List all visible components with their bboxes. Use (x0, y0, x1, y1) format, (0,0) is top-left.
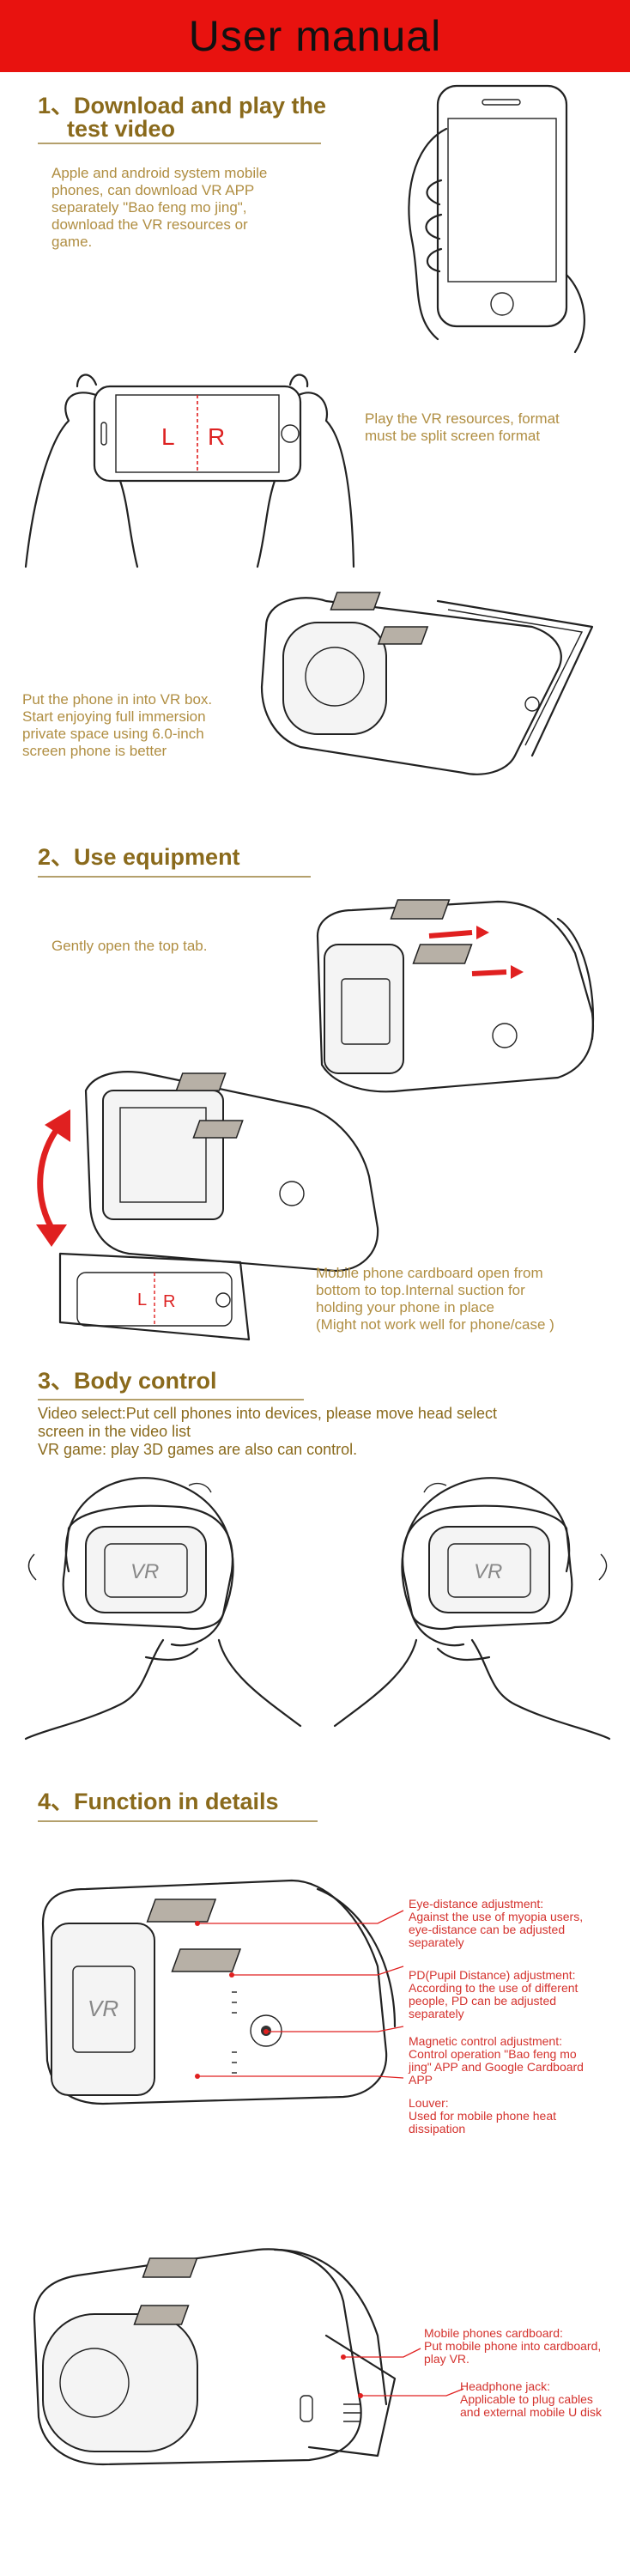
text-line: Against the use of myopia users, (409, 1910, 584, 1923)
text-line: Eye-distance adjustment: (409, 1897, 544, 1911)
text-line: play VR. (424, 2352, 469, 2366)
open-tab-text: Gently open the top tab. (51, 938, 208, 954)
text-line: screen in the video list (38, 1423, 191, 1440)
cardboard-text: Mobile phone cardboard open from bottom … (316, 1265, 554, 1334)
text-line: and external mobile U disk (460, 2405, 602, 2419)
section-3-text: Video select:Put cell phones into device… (38, 1405, 497, 1459)
tray-right-letter: R (163, 1292, 175, 1311)
text-line: phones, can download VR APP (51, 182, 255, 198)
text-line: Put mobile phone into cardboard, (424, 2339, 602, 2353)
text-line: Mobile phones cardboard: (424, 2326, 563, 2340)
split-screen-text: Play the VR resources, format must be sp… (365, 410, 560, 445)
section-1-rule (38, 143, 321, 144)
vr-logo-front: VR (88, 1996, 118, 2021)
text-line: APP (409, 2073, 433, 2087)
section-3-title: 3、Body control (38, 1368, 217, 1394)
text-line: Apple and android system mobile (51, 165, 268, 181)
text-line: PD(Pupil Distance) adjustment: (409, 1968, 576, 1982)
text-line: eye-distance can be adjusted (409, 1923, 566, 1936)
text-line: Video select:Put cell phones into device… (38, 1405, 497, 1422)
left-screen-letter: L (161, 423, 175, 450)
callout-mobile-cardboard: Mobile phones cardboard: Put mobile phon… (424, 2327, 601, 2366)
text-line: Start enjoying full immersion (22, 708, 206, 725)
text-line: Put the phone in into VR box. (22, 691, 213, 708)
text-line: Play the VR resources, format (365, 410, 560, 427)
section-3-rule (38, 1399, 304, 1400)
page-title: User manual (188, 12, 442, 60)
text-line: download the VR resources or (51, 216, 248, 233)
callout-louver: Louver: Used for mobile phone heat dissi… (409, 2097, 556, 2136)
text-line: Control operation "Bao feng mo (409, 2047, 577, 2061)
text-line: Louver: (409, 2096, 449, 2110)
right-screen-letter: R (208, 423, 225, 450)
vr-box-closed-illustration (316, 899, 595, 1093)
vr-logo-right: VR (474, 1560, 502, 1583)
text-line: holding your phone in place (316, 1299, 494, 1315)
vr-box-side-illustration (33, 2248, 397, 2466)
text-line: Used for mobile phone heat (409, 2109, 556, 2123)
split-screen-illustration: L R (24, 374, 355, 568)
text-line: separately "Bao feng mo jing", (51, 199, 247, 216)
section-2-rule (38, 876, 311, 878)
text-line: jing" APP and Google Cardboard (409, 2060, 584, 2074)
section-1-title-line2: test video (67, 116, 176, 142)
text-line: According to the use of different (409, 1981, 579, 1995)
tray-left-letter: L (137, 1291, 147, 1309)
text-line: Headphone jack: (460, 2379, 551, 2393)
head-right-illustration: VR (333, 1477, 611, 1741)
text-line: private space using 6.0-inch (22, 726, 204, 742)
hand-phone-illustration (408, 84, 585, 354)
section-4-rule (38, 1820, 318, 1822)
vr-box-front-illustration: VR (41, 1879, 397, 2105)
vr-logo-left: VR (130, 1560, 159, 1583)
text-line: (Might not work well for phone/case ) (316, 1316, 554, 1333)
text-line: Mobile phone cardboard open from (316, 1265, 543, 1281)
section-1-text: Apple and android system mobile phones, … (51, 165, 267, 251)
text-line: bottom to top.Internal suction for (316, 1282, 525, 1298)
callout-pupil-distance: PD(Pupil Distance) adjustment: According… (409, 1969, 578, 2020)
head-left-illustration: VR (24, 1477, 302, 1741)
text-line: people, PD can be adjusted (409, 1994, 557, 2008)
text-line: game. (51, 234, 93, 250)
cardboard-open-illustration: L R (36, 1071, 379, 1341)
text-line: VR game: play 3D games are also can cont… (38, 1441, 358, 1458)
section-2-title: 2、Use equipment (38, 844, 240, 870)
text-line: separately (409, 1935, 464, 1949)
text-line: Magnetic control adjustment: (409, 2034, 562, 2048)
callout-eye-distance: Eye-distance adjustment: Against the use… (409, 1898, 583, 1949)
callout-headphone-jack: Headphone jack: Applicable to plug cable… (460, 2380, 602, 2419)
header-banner: User manual (0, 0, 630, 72)
vr-box-open-illustration (260, 592, 594, 775)
callout-magnetic-control: Magnetic control adjustment: Control ope… (409, 2035, 584, 2087)
text-line: Applicable to plug cables (460, 2392, 593, 2406)
text-line: dissipation (409, 2122, 466, 2136)
text-line: must be split screen format (365, 428, 541, 444)
section-4-title: 4、Function in details (38, 1789, 279, 1814)
section-1-title-line1: 1、Download and play the (38, 93, 327, 118)
section-1-title: 1、Download and play the test video (38, 94, 326, 141)
text-line: screen phone is better (22, 743, 167, 759)
text-line: separately (409, 2007, 464, 2020)
put-phone-text: Put the phone in into VR box. Start enjo… (22, 691, 212, 760)
